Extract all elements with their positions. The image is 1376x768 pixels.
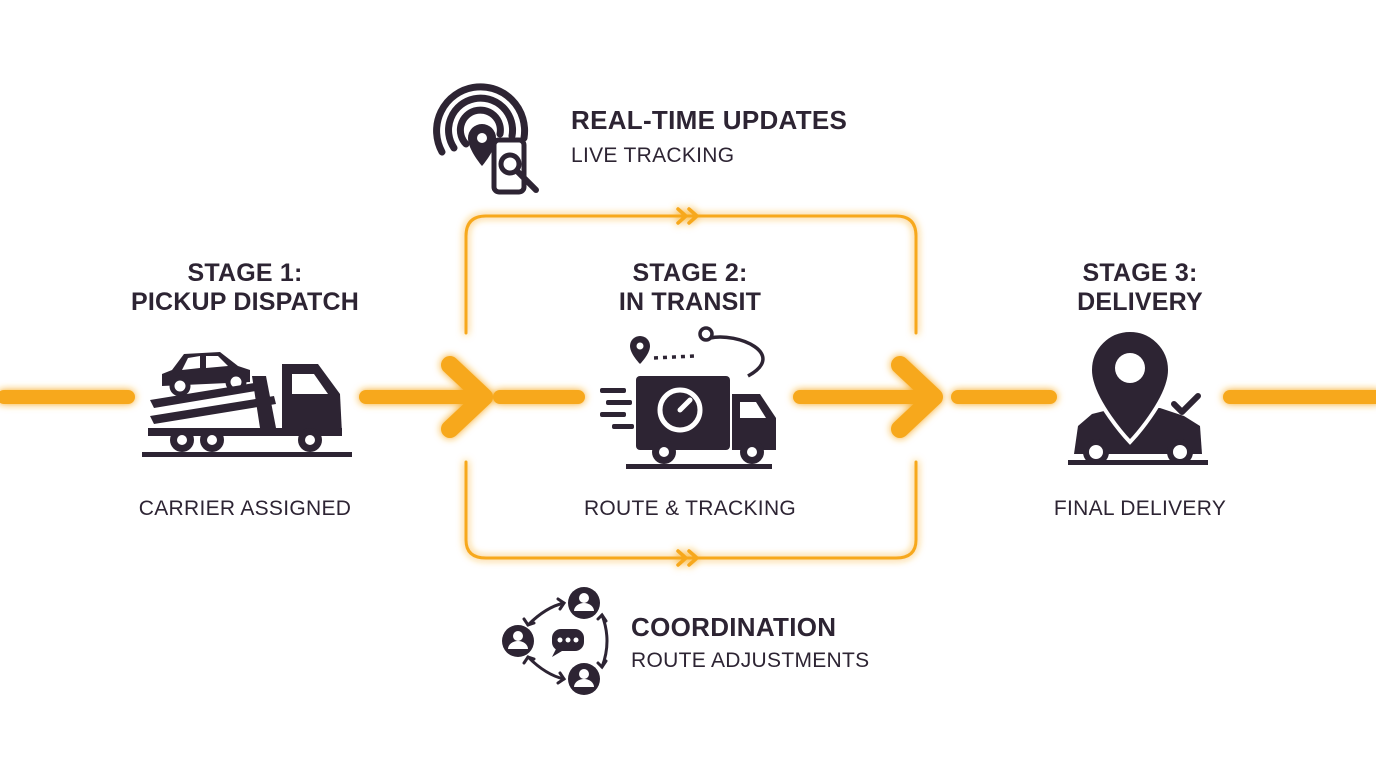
- stage-2-title-line2: IN TRANSIT: [618, 288, 762, 316]
- bottom-callout-title: COORDINATION: [631, 612, 837, 642]
- stage-1-subtitle: CARRIER ASSIGNED: [138, 497, 352, 520]
- transit-loop-top: [464, 214, 918, 335]
- stage-2-title: STAGE 2: IN TRANSIT: [540, 259, 840, 317]
- stage-2-title-line1: STAGE 2:: [632, 259, 748, 287]
- car-carrier-truck-icon: [142, 352, 352, 457]
- stage-1-title-line1: STAGE 1:: [187, 259, 303, 287]
- chevron-right-icon: [676, 207, 689, 225]
- stage-3-subtitle: FINAL DELIVERY: [1053, 497, 1227, 520]
- chevron-right-icon: [687, 207, 700, 225]
- bottom-callout-subtitle: ROUTE ADJUSTMENTS: [631, 649, 870, 672]
- chevron-right-icon: [676, 549, 689, 567]
- arrow-head-icon: [891, 356, 943, 438]
- stage-1-title-line2: PICKUP DISPATCH: [130, 288, 360, 316]
- stage-3-title-line2: DELIVERY: [1077, 288, 1203, 316]
- gps-phone-search-icon: [433, 83, 539, 195]
- stage-3-title: STAGE 3: DELIVERY: [990, 259, 1290, 317]
- top-callout-subtitle: LIVE TRACKING: [571, 144, 735, 167]
- arrow-head-icon: [441, 356, 493, 438]
- people-network-chat-icon: [502, 587, 609, 695]
- transit-loop-bottom: [464, 460, 918, 560]
- top-callout-title: REAL-TIME UPDATES: [571, 105, 848, 135]
- stage-2-subtitle: ROUTE & TRACKING: [583, 497, 797, 520]
- chevron-right-icon: [687, 549, 700, 567]
- stage-3-title-line1: STAGE 3:: [1082, 259, 1198, 287]
- moving-truck-route-icon: [600, 326, 776, 469]
- location-pin-car-check-icon: [1068, 328, 1208, 465]
- stage-1-title: STAGE 1: PICKUP DISPATCH: [95, 259, 395, 317]
